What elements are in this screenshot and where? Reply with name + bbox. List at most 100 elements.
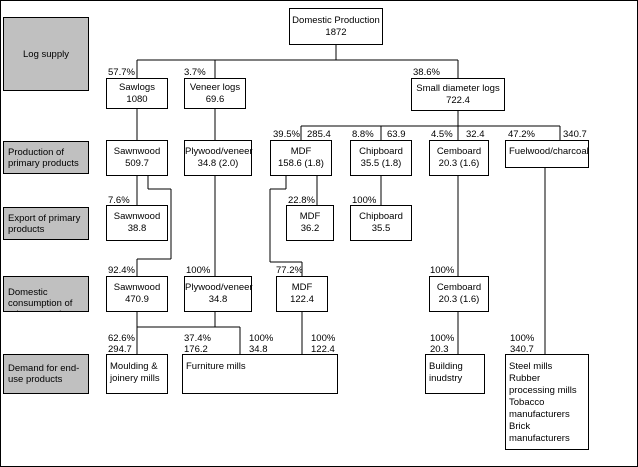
node-name: Small diameter logs [416, 82, 500, 94]
node-name: Furniture mills [186, 361, 246, 372]
flow-label-percent: 100% [430, 265, 455, 276]
node-name: Veneer logs [189, 81, 241, 93]
category-log-supply: Log supply [3, 17, 89, 91]
flow-label-percent: 8.8% [352, 129, 374, 140]
node-name: Plywood/veneer [185, 282, 253, 293]
node-value: 35.5 [371, 223, 391, 234]
node-chipboard-export: Chipboard 35.5 [350, 205, 412, 241]
node-chipboard-production: Chipboard 35.5 (1.8) [350, 140, 412, 176]
flow-label-percent: 47.2% [508, 129, 535, 140]
node-veneer-logs: Veneer logs 69.6 [184, 78, 246, 109]
flow-label-percent: 62.6% [108, 333, 135, 344]
node-value: 34.8 (2.0) [197, 158, 239, 169]
node-plywood-domestic: Plywood/veneer 34.8 [184, 276, 253, 312]
flow-label-value: 32.4 [466, 129, 485, 140]
node-value: 34.8 [208, 294, 228, 305]
node-line: Steel mills [509, 361, 553, 372]
node-plywood-production: Plywood/veneer 34.8 (2.0) [184, 140, 253, 176]
node-value: 509.7 [125, 158, 149, 169]
flow-label-percent: 100% [430, 333, 455, 344]
node-cemboard-domestic: Cemboard 20.3 (1.6) [429, 276, 489, 312]
node-name: MDF [290, 146, 312, 157]
node-small-diameter-logs: Small diameter logs 722.4 [411, 78, 505, 111]
node-name: Moulding & joinery mills [110, 361, 160, 384]
node-sawnwood-export: Sawnwood 38.8 [106, 205, 168, 241]
flow-label-value: 340.7 [563, 129, 587, 140]
category-label: Export of primary products [8, 212, 81, 235]
category-label: Production of primary products [8, 146, 79, 169]
flow-label-percent: 100% [249, 333, 274, 344]
node-name: MDF [299, 211, 321, 222]
flow-label-percent: 100% [352, 195, 377, 206]
node-name: Sawnwood [113, 146, 161, 157]
node-value: 38.8 [127, 223, 147, 234]
node-line: Rubber processing mills [509, 373, 577, 396]
node-name: Fuelwood/charcoal [509, 146, 589, 157]
node-value: 122.4 [290, 294, 314, 305]
flow-label-value: 20.3 [430, 344, 449, 355]
flow-label-value: 34.8 [249, 344, 268, 355]
node-value: 470.9 [125, 294, 149, 305]
node-value: 20.3 (1.6) [438, 158, 480, 169]
flow-label-value: 176.2 [184, 344, 208, 355]
node-furniture-mills: Furniture mills [182, 354, 338, 394]
node-name: MDF [291, 282, 313, 293]
node-name: Sawlogs [119, 81, 155, 93]
flow-label-value: 294.7 [108, 344, 132, 355]
flow-label-percent: 3.7% [184, 67, 206, 78]
node-name: Cemboard [436, 146, 482, 157]
node-mdf-domestic: MDF 122.4 [276, 276, 328, 312]
node-value: 35.5 (1.8) [360, 158, 402, 169]
category-domestic: Domestic consumption of primary products [3, 276, 89, 312]
flow-label-percent: 100% [311, 333, 336, 344]
flow-label-percent: 7.6% [108, 195, 130, 206]
flow-label-percent: 22.8% [288, 195, 315, 206]
node-line: Tobacco manufacturers [509, 397, 570, 420]
category-label: Domestic consumption of primary products [8, 287, 79, 311]
node-fuelwood-production: Fuelwood/charcoal [505, 140, 589, 168]
node-building-industry: Building inudstry [425, 354, 485, 394]
node-line: Brick manufacturers [509, 421, 570, 444]
flow-label-percent: 92.4% [108, 265, 135, 276]
flow-label-percent: 39.5% [273, 129, 300, 140]
node-steel-rubber-tobacco-brick: Steel mills Rubber processing mills Toba… [505, 354, 589, 450]
flow-label-value: 285.4 [307, 129, 331, 140]
category-demand: Demand for end-use products [3, 354, 89, 394]
flow-label-percent: 77.2% [276, 265, 303, 276]
node-name: Sawnwood [113, 282, 161, 293]
flow-label-percent: 100% [186, 265, 211, 276]
node-name: Domestic Production [292, 14, 380, 26]
node-moulding-joinery: Moulding & joinery mills [106, 354, 168, 394]
node-name: Chipboard [359, 211, 403, 222]
node-value: 20.3 (1.6) [438, 294, 480, 305]
node-mdf-production: MDF 158.6 (1.8) [270, 140, 332, 176]
category-export: Export of primary products [3, 207, 89, 240]
flow-label-value: 340.7 [510, 344, 534, 355]
node-sawlogs: Sawlogs 1080 [106, 78, 168, 109]
flow-label-percent: 37.4% [184, 333, 211, 344]
flow-label-percent: 57.7% [108, 67, 135, 78]
flow-label-value: 122.4 [311, 344, 335, 355]
node-cemboard-production: Cemboard 20.3 (1.6) [429, 140, 489, 176]
flow-label-percent: 100% [510, 333, 535, 344]
node-name: Chipboard [359, 146, 403, 157]
node-value: 1080 [126, 93, 148, 105]
node-domestic-production: Domestic Production 1872 [289, 8, 383, 45]
flow-label-percent: 38.6% [413, 67, 440, 78]
flow-label-value: 63.9 [387, 129, 406, 140]
node-sawnwood-production: Sawnwood 509.7 [106, 140, 168, 176]
node-value: 1872 [325, 26, 347, 38]
node-value: 722.4 [446, 94, 470, 106]
node-mdf-export: MDF 36.2 [286, 205, 334, 241]
node-value: 158.6 (1.8) [278, 158, 324, 169]
category-label: Log supply [23, 48, 69, 60]
flow-label-percent: 4.5% [431, 129, 453, 140]
node-sawnwood-domestic: Sawnwood 470.9 [106, 276, 168, 312]
node-name: Plywood/veneer [185, 146, 253, 157]
category-production: Production of primary products [3, 141, 89, 174]
node-name: Sawnwood [113, 211, 161, 222]
node-name: Building inudstry [429, 361, 463, 384]
category-label: Demand for end-use products [8, 363, 80, 385]
